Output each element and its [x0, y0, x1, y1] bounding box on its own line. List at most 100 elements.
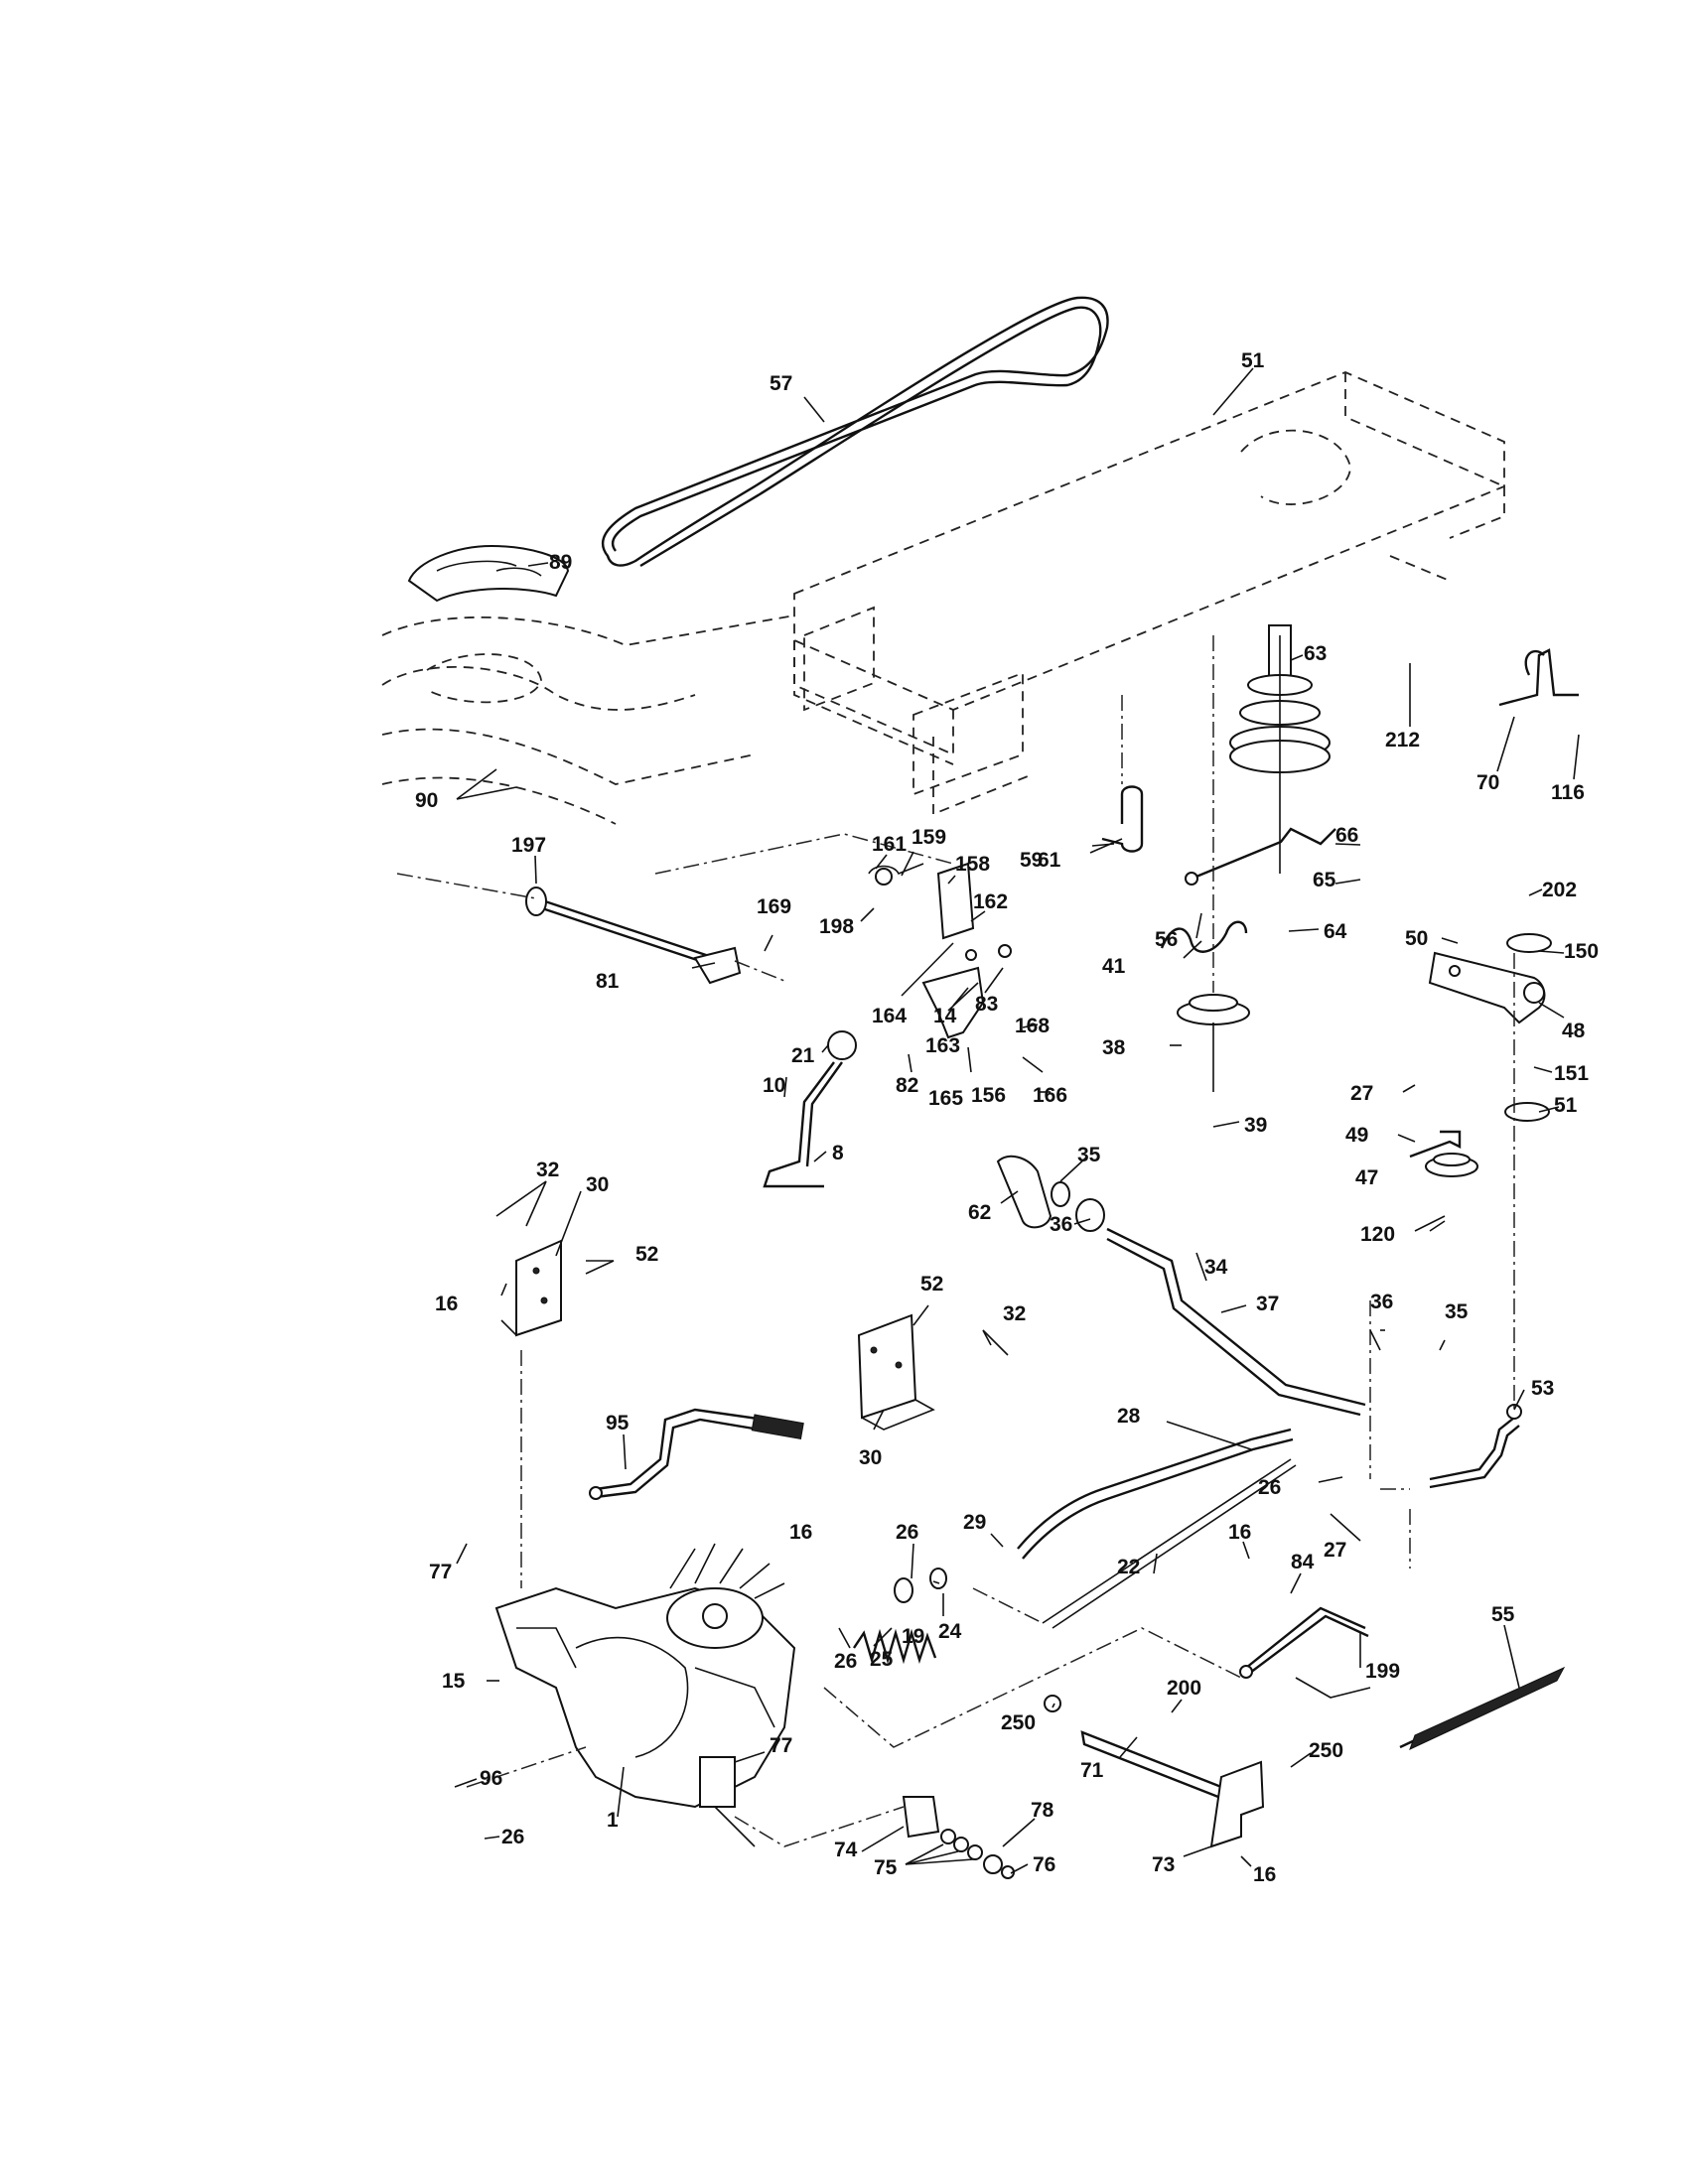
label-32-lower: 32: [1003, 1302, 1026, 1325]
label-35: 35: [1077, 1144, 1101, 1166]
label-63: 63: [1304, 642, 1327, 665]
label-198: 198: [819, 915, 854, 938]
label-24: 24: [938, 1620, 962, 1643]
label-161: 161: [872, 833, 907, 856]
rod-22: [1042, 1458, 1297, 1629]
label-16-right: 16: [1228, 1521, 1251, 1544]
label-48: 48: [1562, 1020, 1586, 1042]
label-95: 95: [606, 1412, 630, 1434]
leader-lines: [454, 367, 1580, 1874]
label-56: 56: [1155, 928, 1178, 951]
label-168: 168: [1015, 1015, 1050, 1037]
label-165: 165: [928, 1087, 963, 1110]
label-62: 62: [968, 1201, 991, 1224]
label-200: 200: [1167, 1677, 1201, 1700]
label-199: 199: [1365, 1660, 1400, 1683]
label-81: 81: [596, 970, 620, 993]
label-77: 77: [429, 1561, 452, 1583]
shaft-84: [1239, 1606, 1371, 1699]
label-83: 83: [975, 993, 998, 1016]
label-41: 41: [1102, 955, 1126, 978]
label-26: 26: [1258, 1476, 1281, 1499]
label-166: 166: [1033, 1084, 1067, 1107]
rod-95: [589, 1408, 804, 1500]
label-156: 156: [971, 1084, 1006, 1107]
label-16: 16: [435, 1293, 458, 1315]
label-75: 75: [874, 1856, 898, 1879]
label-169: 169: [757, 895, 791, 918]
frame-outline: [381, 371, 1505, 825]
label-163: 163: [925, 1034, 960, 1057]
label-37: 37: [1256, 1293, 1279, 1315]
label-82: 82: [896, 1074, 918, 1097]
axle-parts: [902, 1796, 1015, 1879]
seat-cover: [407, 544, 570, 603]
spring-55: [1399, 1666, 1566, 1750]
label-90: 90: [415, 789, 438, 812]
label-52: 52: [635, 1243, 658, 1266]
label-158: 158: [955, 853, 990, 876]
label-15: 15: [442, 1670, 466, 1693]
bracket-30-lower: [857, 1313, 935, 1431]
label-21: 21: [791, 1044, 815, 1067]
idler-arm-66: [1185, 827, 1336, 886]
bracket-59: [1101, 785, 1144, 853]
label-27: 27: [1350, 1082, 1373, 1105]
label-197: 197: [511, 834, 546, 857]
label-96: 96: [480, 1767, 502, 1790]
label-26-mid: 26: [896, 1521, 918, 1544]
label-150: 150: [1564, 940, 1599, 963]
label-76: 76: [1033, 1853, 1055, 1876]
label-151: 151: [1554, 1062, 1589, 1085]
transaxle: [494, 1543, 796, 1847]
idler-bracket-48: [1409, 933, 1552, 1177]
label-61: 61: [1038, 849, 1061, 872]
label-71: 71: [1080, 1759, 1104, 1782]
label-162: 162: [973, 890, 1008, 913]
label-1: 1: [607, 1809, 619, 1832]
rod-53: [1429, 1404, 1522, 1489]
spindle-pulley: [1229, 624, 1331, 874]
label-36-right: 36: [1370, 1291, 1393, 1313]
label-38: 38: [1102, 1036, 1126, 1059]
label-49: 49: [1345, 1124, 1368, 1147]
pulley-38: [1177, 994, 1250, 1092]
label-250: 250: [1001, 1711, 1036, 1734]
label-70: 70: [1476, 771, 1499, 794]
label-202: 202: [1542, 879, 1577, 901]
label-84: 84: [1291, 1551, 1315, 1573]
label-120: 120: [1360, 1223, 1395, 1246]
rod-28: [1017, 1428, 1294, 1560]
part-labels: 57 51 89 63 212 70 116 90 197 161 159 15…: [415, 349, 1599, 1886]
label-89: 89: [549, 551, 572, 574]
label-164: 164: [872, 1005, 907, 1027]
label-25: 25: [870, 1648, 894, 1671]
label-47: 47: [1355, 1166, 1378, 1189]
label-30: 30: [586, 1173, 609, 1196]
label-28: 28: [1117, 1405, 1141, 1428]
label-8: 8: [832, 1142, 844, 1164]
drive-belt: [602, 296, 1109, 568]
label-78: 78: [1031, 1799, 1054, 1822]
label-51-lower: 51: [1554, 1094, 1578, 1117]
label-26-lower: 26: [834, 1650, 857, 1673]
assembly-lines: [396, 635, 1515, 1847]
bracket-70: [1498, 648, 1579, 707]
label-16-mid: 16: [789, 1521, 812, 1544]
label-52-lower: 52: [920, 1273, 943, 1296]
label-34: 34: [1204, 1256, 1228, 1279]
spring-25: [853, 1568, 947, 1665]
label-19: 19: [902, 1625, 924, 1648]
label-32: 32: [536, 1159, 559, 1181]
label-35-right: 35: [1445, 1300, 1469, 1323]
label-53: 53: [1531, 1377, 1554, 1400]
label-50: 50: [1405, 927, 1428, 950]
label-14: 14: [933, 1005, 957, 1027]
label-26-bottom: 26: [501, 1826, 524, 1848]
label-66: 66: [1335, 824, 1358, 847]
shaft-34: [996, 1155, 1366, 1417]
spring-41: [1160, 920, 1248, 953]
label-16-bottom: 16: [1253, 1863, 1276, 1886]
label-10: 10: [763, 1074, 785, 1097]
